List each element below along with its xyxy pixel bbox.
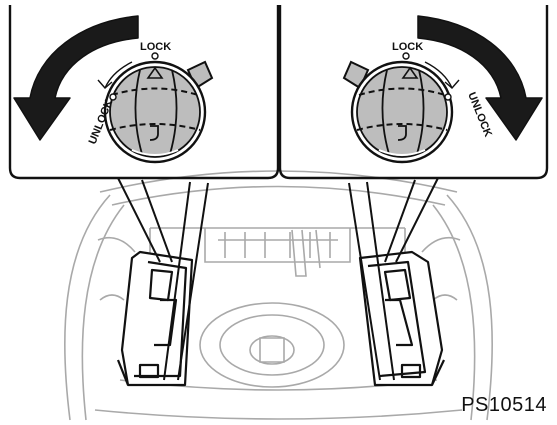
right-lock-label: LOCK bbox=[392, 41, 423, 53]
rotation-arrow-icon bbox=[417, 15, 543, 141]
left-knob: LOCK UNLOCK bbox=[13, 15, 214, 164]
rotation-arrow-icon bbox=[13, 15, 139, 141]
unlock-marker-icon bbox=[109, 93, 117, 101]
lock-marker-icon bbox=[402, 52, 410, 60]
left-lock-label: LOCK bbox=[140, 41, 171, 53]
unlock-marker-icon bbox=[444, 93, 452, 101]
left-side-cover bbox=[116, 250, 194, 387]
lock-marker-icon bbox=[151, 52, 159, 60]
right-knob: LOCK UNLOCK bbox=[342, 15, 543, 164]
callout-frame bbox=[8, 5, 549, 180]
right-side-cover bbox=[358, 250, 445, 387]
figure-id: PS10514 bbox=[461, 394, 547, 416]
callout-pointers bbox=[117, 177, 439, 381]
